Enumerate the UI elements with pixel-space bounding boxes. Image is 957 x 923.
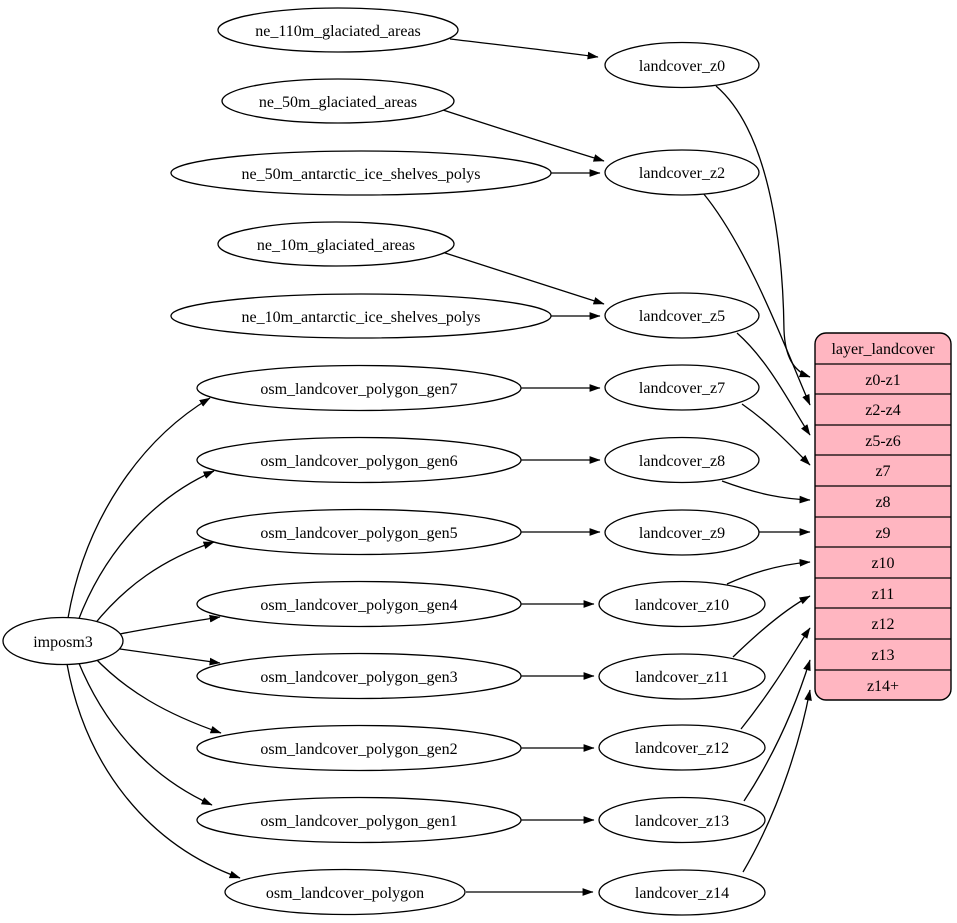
- edge-z8-to-row-z8: [721, 480, 811, 504]
- edge-ne50m-glaciated-to-z2: [442, 109, 605, 162]
- table-row-z2-z4: z2-z4: [865, 402, 901, 419]
- node-label: landcover_z9: [639, 525, 725, 542]
- table-title: layer_landcover: [831, 341, 935, 358]
- node-ne_50m_antarctic_ice_shelves_polys: ne_50m_antarctic_ice_shelves_polys: [170, 150, 552, 196]
- node-osm_landcover_polygon_gen3: osm_landcover_polygon_gen3: [196, 652, 522, 700]
- edge-imposm3-to-gen4: [119, 614, 221, 635]
- table-row-z12: z12: [871, 616, 894, 633]
- node-label: osm_landcover_polygon: [266, 885, 424, 902]
- table-row-z5-z6: z5-z6: [865, 433, 901, 450]
- node-label: osm_landcover_polygon_gen2: [260, 741, 457, 758]
- node-landcover_z7: landcover_z7: [604, 364, 760, 411]
- node-landcover_z13: landcover_z13: [598, 796, 766, 844]
- edge-imposm3-to-gen2: [92, 655, 222, 734]
- node-landcover_z14: landcover_z14: [598, 869, 766, 916]
- edge-group: [66, 38, 812, 896]
- edge-z12-to-row-z12: [740, 627, 811, 730]
- edge-z10-to-row-z10: [726, 558, 811, 585]
- edge-imposm3-to-gen7: [67, 397, 211, 619]
- layer-landcover-table: layer_landcover z0-z1 z2-z4 z5-z6 z7 z8 …: [814, 332, 952, 701]
- table-row-z13: z13: [871, 647, 894, 664]
- table-row-z14plus: z14+: [867, 678, 899, 695]
- node-ne_10m_glaciated_areas: ne_10m_glaciated_areas: [217, 221, 455, 267]
- node-label: landcover_z7: [639, 380, 725, 397]
- node-ne_50m_glaciated_areas: ne_50m_glaciated_areas: [221, 78, 455, 124]
- node-label: ne_10m_glaciated_areas: [257, 237, 415, 254]
- table-row-z8: z8: [875, 494, 890, 511]
- edge-z14-to-row-z14plus: [742, 689, 812, 873]
- edge-z11-to-row-z11: [732, 595, 811, 658]
- node-imposm3: imposm3: [2, 616, 124, 666]
- node-label: landcover_z13: [635, 813, 729, 830]
- edge-imposm3-to-gen6: [77, 470, 215, 622]
- node-label: landcover_z5: [639, 308, 725, 325]
- node-label: osm_landcover_polygon_gen5: [260, 525, 457, 542]
- edge-z2-to-row-z2-z4: [702, 192, 811, 406]
- node-landcover_z12: landcover_z12: [598, 724, 766, 771]
- node-label: landcover_z12: [635, 740, 729, 757]
- node-landcover_z5: landcover_z5: [604, 292, 760, 339]
- edge-z5-to-row-z5-z6: [736, 332, 811, 436]
- edge-imposm3-to-polygon: [66, 663, 241, 879]
- node-label: imposm3: [33, 634, 93, 651]
- table-row-z9: z9: [875, 525, 890, 542]
- node-landcover_z10: landcover_z10: [598, 580, 766, 628]
- node-label: osm_landcover_polygon_gen6: [260, 453, 457, 470]
- table-row-z7: z7: [875, 463, 890, 480]
- edge-ne110m-to-z0: [449, 38, 599, 60]
- edge-imposm3-to-gen1: [77, 660, 213, 806]
- edge-ne10m-glaciated-to-z5: [441, 251, 605, 305]
- node-label: landcover_z10: [635, 597, 729, 614]
- node-landcover_z0: landcover_z0: [604, 41, 760, 89]
- node-landcover_z9: landcover_z9: [604, 509, 760, 556]
- node-label: osm_landcover_polygon_gen1: [260, 813, 457, 830]
- node-label: ne_110m_glaciated_areas: [255, 23, 421, 40]
- node-landcover_z8: landcover_z8: [604, 436, 760, 484]
- edge-z7-to-row-z7: [741, 403, 811, 466]
- node-landcover_z2: landcover_z2: [604, 149, 760, 196]
- node-osm_landcover_polygon_gen4: osm_landcover_polygon_gen4: [196, 580, 522, 628]
- node-label: osm_landcover_polygon_gen7: [260, 381, 457, 398]
- edge-imposm3-to-gen5: [92, 541, 215, 627]
- node-label: landcover_z0: [639, 58, 725, 75]
- edge-imposm3-to-gen3: [119, 648, 221, 666]
- node-label: ne_10m_antarctic_ice_shelves_polys: [241, 309, 480, 326]
- node-label: landcover_z8: [639, 453, 725, 470]
- node-label: osm_landcover_polygon_gen3: [260, 669, 457, 686]
- node-label: ne_50m_glaciated_areas: [259, 94, 417, 111]
- table-row-z11: z11: [872, 586, 895, 603]
- node-landcover_z11: landcover_z11: [598, 653, 766, 700]
- node-ne_10m_antarctic_ice_shelves_polys: ne_10m_antarctic_ice_shelves_polys: [170, 293, 552, 339]
- node-osm_landcover_polygon_gen5: osm_landcover_polygon_gen5: [196, 508, 522, 556]
- node-osm_landcover_polygon: osm_landcover_polygon: [224, 868, 466, 916]
- table-row-z10: z10: [871, 555, 894, 572]
- node-label: landcover_z2: [639, 165, 725, 182]
- node-label: ne_50m_antarctic_ice_shelves_polys: [241, 166, 480, 183]
- node-osm_landcover_polygon_gen6: osm_landcover_polygon_gen6: [196, 436, 522, 484]
- edge-z13-to-row-z13: [743, 659, 811, 802]
- node-osm_landcover_polygon_gen2: osm_landcover_polygon_gen2: [196, 724, 522, 772]
- node-label: landcover_z14: [635, 885, 729, 902]
- node-label: osm_landcover_polygon_gen4: [260, 597, 457, 614]
- table-row-z0-z1: z0-z1: [865, 372, 901, 389]
- node-ne_110m_glaciated_areas: ne_110m_glaciated_areas: [217, 7, 459, 53]
- node-osm_landcover_polygon_gen7: osm_landcover_polygon_gen7: [196, 364, 522, 412]
- node-label: landcover_z11: [635, 669, 729, 686]
- node-osm_landcover_polygon_gen1: osm_landcover_polygon_gen1: [196, 796, 522, 844]
